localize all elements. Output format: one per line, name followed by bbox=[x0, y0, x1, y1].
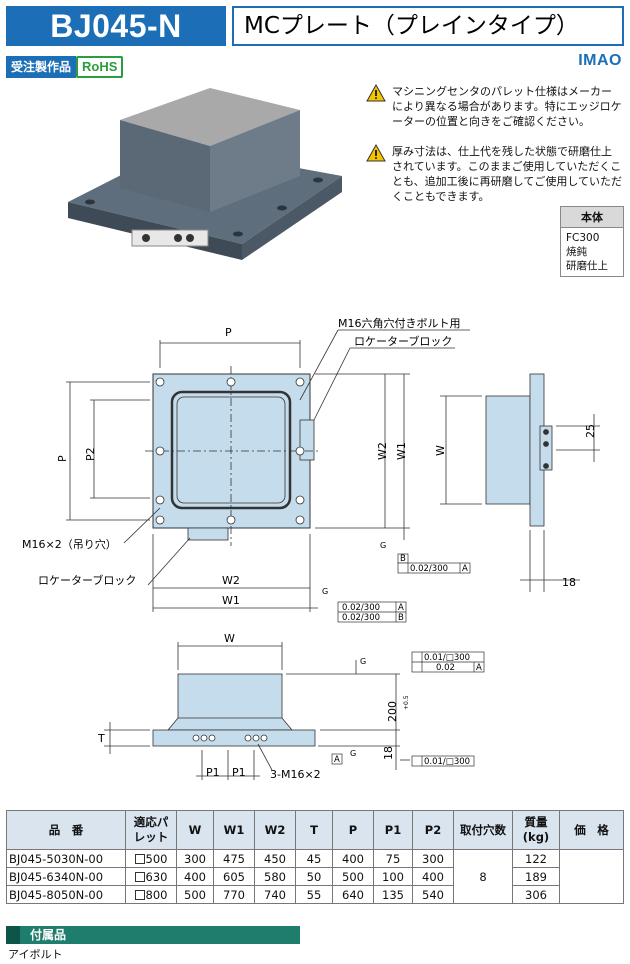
accessory-item: アイボルト bbox=[8, 948, 63, 961]
datum-g-top: G bbox=[380, 541, 386, 550]
price-cell bbox=[559, 849, 624, 904]
front-view-drawing: W T 200 +0.5 18 P1 P1 3-M16×2 0.01/□300 … bbox=[97, 632, 485, 781]
datum-g-front: G bbox=[350, 749, 356, 758]
dim-t: T bbox=[97, 732, 105, 745]
brand-logo: IMAO bbox=[578, 52, 622, 69]
datum-a-front: A bbox=[334, 755, 340, 765]
made-to-order-badge: 受注製作品 bbox=[6, 56, 77, 78]
note-text: マシニングセンタのパレット仕様はメーカーにより異なる場合があります。特にエッジロ… bbox=[392, 85, 622, 128]
table-row: BJ045-8050N-00 800 500 770 740 55 640 13… bbox=[6, 885, 624, 904]
col-w2: W2 bbox=[254, 810, 296, 850]
locator-block-label: ロケーターブロック bbox=[354, 334, 452, 348]
bolt-note: M16六角穴付きボルト用 bbox=[338, 316, 461, 330]
col-pallet: 適応パレット bbox=[125, 810, 177, 850]
product-code: BJ045-N bbox=[6, 6, 226, 46]
dim-p-left: P bbox=[56, 455, 69, 462]
tol-flat-top: 0.01/□300 bbox=[424, 653, 470, 663]
holes-cell: 8 bbox=[453, 849, 513, 904]
dim-p-top: P bbox=[225, 326, 232, 339]
dim-18-side: 18 bbox=[562, 576, 576, 589]
lifting-holes-label: M16×2（吊り穴） bbox=[22, 537, 117, 551]
table-row: BJ045-5030N-00 500 300 475 450 45 400 75… bbox=[6, 849, 624, 904]
tol-w-a: 0.02/300 bbox=[342, 603, 380, 613]
tol-parallel-top: 0.02 bbox=[436, 663, 455, 673]
col-p: P bbox=[332, 810, 374, 850]
col-w1: W1 bbox=[213, 810, 255, 850]
datum-b: B bbox=[400, 554, 406, 564]
product-title: MCプレート（プレインタイプ） bbox=[232, 6, 624, 46]
material-header: 本体 bbox=[561, 207, 623, 228]
note-pallet-spec: マシニングセンタのパレット仕様はメーカーにより異なる場合があります。特にエッジロ… bbox=[366, 84, 622, 129]
tol-200-upper: +0.5 bbox=[403, 695, 410, 710]
table-row: BJ045-6340N-00 630 400 605 580 50 500 10… bbox=[6, 867, 624, 886]
note-text: 厚み寸法は、仕上代を残した状態で研磨仕上されています。このままご使用していただく… bbox=[392, 145, 623, 203]
dim-25: 25 bbox=[584, 424, 597, 438]
tol-parallel-top-ref: A bbox=[476, 663, 482, 673]
col-p1: P1 bbox=[373, 810, 413, 850]
dim-18-front: 18 bbox=[382, 746, 395, 760]
dim-w1-bottom: W1 bbox=[222, 594, 240, 607]
dim-w-side: W bbox=[434, 445, 447, 456]
col-w: W bbox=[176, 810, 214, 850]
dim-200: 200 bbox=[386, 701, 399, 722]
top-view-drawing: P P P2 W2 W1 W 25 18 W2 W1 M16六角穴付きボルト用 … bbox=[22, 316, 600, 623]
col-p2: P2 bbox=[412, 810, 454, 850]
dim-p1-a: P1 bbox=[206, 766, 220, 779]
locator-block-label-2: ロケーターブロック bbox=[38, 573, 136, 587]
warning-icon bbox=[366, 84, 386, 102]
col-holes: 取付穴数 bbox=[453, 810, 513, 850]
tol-parallel-a: 0.02/300 bbox=[410, 564, 448, 574]
tapped-holes-label: 3-M16×2 bbox=[270, 768, 321, 781]
tol-w-b: 0.02/300 bbox=[342, 613, 380, 623]
tol-flat-bottom: 0.01/□300 bbox=[424, 757, 470, 767]
tol-w-b-ref: B bbox=[398, 613, 404, 623]
rohs-badge: RoHS bbox=[76, 56, 124, 78]
material-table: 本体 FC300 焼鈍 研磨仕上 bbox=[560, 206, 624, 277]
material-line: 焼鈍 bbox=[566, 246, 587, 258]
tol-parallel-a-ref: A bbox=[462, 564, 468, 574]
datum-g-bottom: G bbox=[322, 587, 328, 596]
dim-p1-b: P1 bbox=[232, 766, 246, 779]
dim-w2-bottom: W2 bbox=[222, 574, 240, 587]
datum-g-front-top: G bbox=[360, 657, 366, 666]
dim-w2-right: W2 bbox=[376, 442, 389, 460]
material-line: 研磨仕上 bbox=[566, 260, 608, 272]
accessories-header: 付属品 bbox=[6, 926, 300, 944]
tol-w-a-ref: A bbox=[398, 603, 404, 613]
note-thickness: 厚み寸法は、仕上代を残した状態で研磨仕上されています。このままご使用していただく… bbox=[366, 144, 622, 204]
spec-table: 品 番 適応パレット W W1 W2 T P P1 P2 取付穴数 質量(kg)… bbox=[6, 810, 624, 904]
dim-p2: P2 bbox=[84, 447, 97, 461]
warning-icon bbox=[366, 144, 386, 162]
col-price: 価 格 bbox=[559, 810, 624, 850]
col-model: 品 番 bbox=[6, 810, 126, 850]
dim-w1-right: W1 bbox=[395, 442, 408, 460]
col-mass: 質量(kg) bbox=[512, 810, 560, 850]
dim-w-front: W bbox=[224, 632, 235, 645]
material-line: FC300 bbox=[566, 232, 600, 244]
product-photo bbox=[68, 88, 342, 260]
col-t: T bbox=[295, 810, 333, 850]
